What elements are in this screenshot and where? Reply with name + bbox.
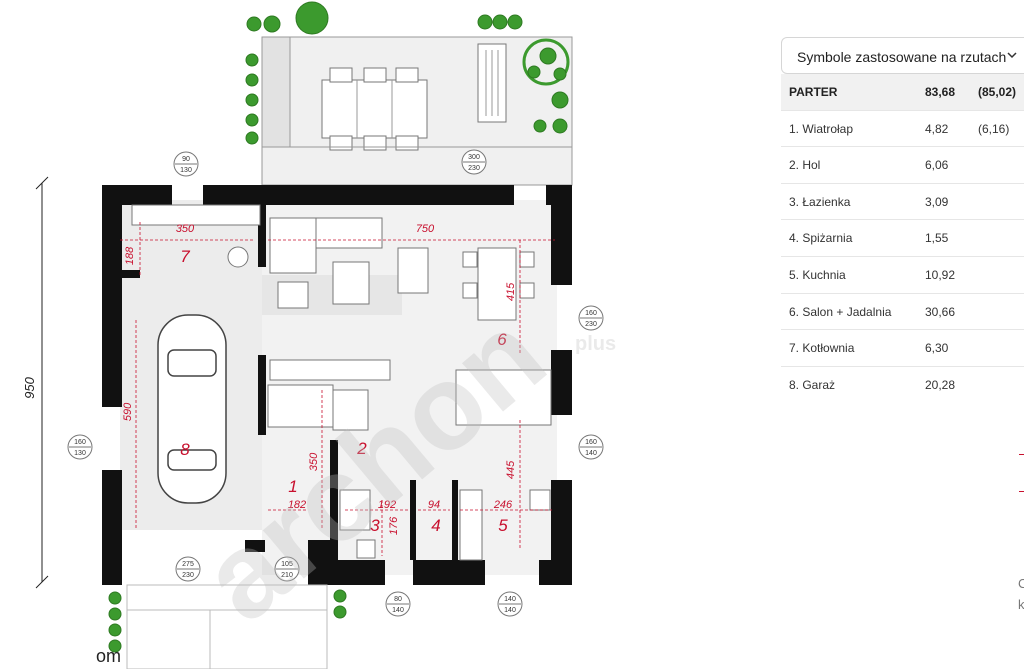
window-marker: 160 140 (578, 434, 604, 460)
chevron-down-icon (1007, 52, 1017, 59)
dimension-label: 350 (176, 223, 195, 235)
floor-name: PARTER (789, 85, 838, 99)
symbols-dropdown-label: Symbole zastosowane na rzutach (797, 49, 1007, 65)
decorative-tick (1019, 491, 1024, 492)
floor-area-alt: (85,02) (978, 85, 1017, 99)
svg-text:210: 210 (281, 572, 293, 579)
corner-text: k (1018, 597, 1024, 612)
svg-text:160: 160 (74, 439, 86, 446)
terrace (261, 36, 573, 186)
window-marker: 80 140 (385, 591, 411, 617)
driveway (126, 584, 328, 669)
decorative-tick (1019, 454, 1024, 455)
floor-plan: 950 (22, 1, 616, 669)
room-area: 6,30 (925, 341, 949, 356)
svg-text:130: 130 (74, 450, 86, 457)
svg-text:230: 230 (468, 165, 480, 172)
room-name: 4. Spiżarnia (789, 231, 853, 246)
watermark-suffix: plus (575, 333, 616, 355)
svg-text:230: 230 (585, 321, 597, 328)
room-number: 4 (431, 516, 440, 535)
dimension-label: 750 (416, 223, 435, 235)
room-name: 2. Hol (789, 158, 821, 173)
svg-text:140: 140 (504, 596, 516, 603)
svg-text:130: 130 (180, 167, 192, 174)
walls (102, 185, 572, 585)
window-marker: 90 130 (173, 151, 199, 177)
dimension-label: 182 (288, 499, 306, 511)
window-marker: 105 210 (274, 556, 300, 582)
dimension-label: 350 (308, 452, 320, 471)
room-number: 6 (497, 330, 507, 349)
room-area: 3,09 (925, 194, 949, 209)
svg-text:275: 275 (182, 561, 194, 568)
dimension-label: 176 (388, 516, 400, 535)
window-marker: 160 130 (67, 434, 93, 460)
table-row: 1. Wiatrołap 4,82 (6,16) (781, 111, 1024, 148)
dimension-label: 445 (505, 460, 517, 479)
corner-text: C (1018, 576, 1024, 591)
footer-text-fragment: om (96, 646, 121, 666)
room-name: 6. Salon + Jadalnia (789, 304, 892, 319)
room-number: 7 (180, 247, 190, 266)
window-marker: 160 230 (578, 305, 604, 331)
room-number: 8 (180, 440, 190, 459)
room-area: 20,28 (925, 377, 956, 392)
room-areas-panel: Symbole zastosowane na rzutach PARTER 83… (781, 0, 1024, 669)
table-row: 4. Spiżarnia 1,55 (781, 220, 1024, 257)
room-area: 30,66 (925, 304, 956, 319)
dimension-label: 188 (124, 246, 136, 265)
table-row: 8. Garaż 20,28 (781, 367, 1024, 403)
room-name: 5. Kuchnia (789, 267, 846, 282)
window-marker: 275 230 (175, 556, 201, 582)
svg-text:90: 90 (182, 156, 190, 163)
dimension-label: 192 (378, 499, 396, 511)
dimension-label: 246 (493, 499, 513, 511)
svg-text:105: 105 (281, 561, 293, 568)
room-area: 4,82 (925, 121, 949, 136)
room-name: 8. Garaż (789, 377, 836, 392)
room-area: 6,06 (925, 158, 949, 173)
svg-text:140: 140 (392, 607, 404, 614)
floor-area: 83,68 (925, 85, 956, 99)
room-number: 2 (356, 439, 367, 458)
table-row: 6. Salon + Jadalnia 30,66 (781, 294, 1024, 331)
overall-dimension (35, 176, 49, 589)
svg-text:140: 140 (585, 450, 597, 457)
window-marker: 300 230 (461, 149, 487, 175)
dimension-label: 590 (122, 402, 134, 421)
garden-trees (108, 1, 570, 653)
svg-text:140: 140 (504, 607, 516, 614)
table-row: 5. Kuchnia 10,92 (781, 257, 1024, 294)
room-number: 5 (498, 516, 508, 535)
table-row: 3. Łazienka 3,09 (781, 184, 1024, 221)
car-icon (157, 314, 227, 504)
dimension-lines (120, 222, 555, 556)
room-area: 1,55 (925, 231, 949, 246)
room-number: 1 (288, 477, 297, 496)
room-name: 7. Kotłownia (789, 341, 855, 356)
window-marker: 140 140 (497, 591, 523, 617)
svg-text:300: 300 (468, 154, 480, 161)
room-area: 10,92 (925, 267, 956, 282)
svg-text:80: 80 (394, 596, 402, 603)
furniture (131, 204, 552, 561)
table-row: 2. Hol 6,06 (781, 147, 1024, 184)
room-name: 3. Łazienka (789, 194, 851, 209)
svg-text:160: 160 (585, 439, 597, 446)
symbols-dropdown[interactable]: Symbole zastosowane na rzutach (781, 37, 1024, 74)
svg-text:160: 160 (585, 310, 597, 317)
room-name: 1. Wiatrołap (789, 121, 854, 136)
room-area-table: PARTER 83,68 (85,02) 1. Wiatrołap 4,82 (… (781, 74, 1024, 402)
room-area-alt: (6,16) (978, 121, 1010, 136)
overall-height-label: 950 (22, 376, 37, 398)
table-row: 7. Kotłownia 6,30 (781, 330, 1024, 367)
table-header-row: PARTER 83,68 (85,02) (781, 74, 1024, 111)
dimension-label: 415 (505, 282, 517, 301)
room-number: 3 (370, 516, 380, 535)
svg-text:230: 230 (182, 572, 194, 579)
dimension-label: 94 (428, 499, 440, 511)
